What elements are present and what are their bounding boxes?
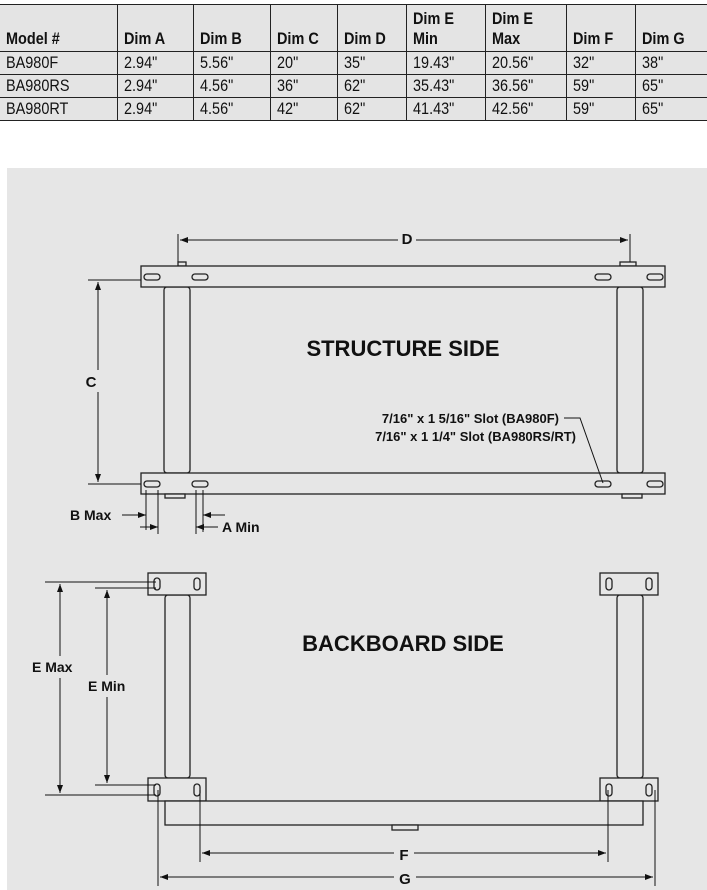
structure-side-title: STRUCTURE SIDE: [306, 336, 499, 361]
cell-value: BA980RS: [6, 76, 70, 95]
cell-value: BA980F: [6, 53, 59, 72]
column-header: Dim B: [192, 4, 271, 52]
table-cell: 62": [336, 97, 407, 121]
cell-value: 65": [641, 99, 663, 118]
table-cell: 32": [566, 51, 636, 75]
dim-e-min-label: E Min: [88, 678, 125, 694]
cell-value: 65": [641, 76, 663, 95]
cell-value: 62": [343, 76, 366, 95]
cell-value: 19.43": [412, 53, 455, 72]
dim-e-max-label: E Max: [32, 659, 73, 675]
cell-value: 38": [641, 53, 663, 72]
cell-value: 2.94": [124, 99, 158, 118]
table-cell: 59": [566, 74, 636, 98]
cell-value: 42.56": [491, 99, 533, 118]
cell-value: 5.56": [199, 53, 233, 72]
column-header: Dim F: [566, 4, 636, 52]
table-cell: 38": [634, 51, 707, 75]
table-row: BA980RT 2.94" 4.56" 42" 62" 41.43" 42.56" 59" 65…: [0, 97, 707, 121]
column-header-label: Dim D: [343, 29, 386, 48]
cell-value: 2.94": [124, 76, 158, 95]
cell-value: 36.56": [491, 76, 533, 95]
cell-value: 35.43": [412, 76, 455, 95]
table-cell: 35.43": [405, 74, 486, 98]
backboard-side-title: BACKBOARD SIDE: [302, 631, 504, 656]
dim-a-min-label: A Min: [222, 519, 260, 535]
cell-value: 35": [343, 53, 366, 72]
table-cell: 5.56": [192, 51, 271, 75]
table-cell: 65": [634, 74, 707, 98]
table-cell: 62": [336, 74, 407, 98]
cell-value: 59": [573, 99, 595, 118]
table-cell: 20.56": [484, 51, 568, 75]
table-cell: BA980F: [0, 51, 119, 75]
column-header-label: Dim C: [276, 29, 319, 48]
slot-note-2: 7/16" x 1 1/4" Slot (BA980RS/RT): [375, 429, 576, 444]
slot-icons: [143, 273, 664, 488]
cell-value: 36": [276, 76, 298, 95]
column-header-label: Model #: [6, 29, 60, 48]
table-cell: 2.94": [117, 74, 194, 98]
dim-g-label: G: [399, 871, 411, 888]
table-cell: 42": [269, 97, 338, 121]
table-cell: 35": [336, 51, 407, 75]
table-cell: 36.56": [484, 74, 568, 98]
dim-c-label: C: [86, 374, 97, 391]
column-header: Dim G: [634, 4, 707, 52]
backboard-frame: [147, 572, 659, 831]
table-row: BA980F 2.94" 5.56" 20" 35" 19.43" 20.56" 32" 38": [0, 51, 707, 75]
table-cell: 65": [634, 97, 707, 121]
column-header-label: Dim B: [199, 29, 242, 48]
cell-value: 32": [573, 53, 595, 72]
slot-note-1: 7/16" x 1 5/16" Slot (BA980F): [382, 411, 559, 426]
table-cell: BA980RT: [0, 97, 119, 121]
table-cell: 42.56": [484, 97, 568, 121]
column-header: Dim D: [336, 4, 407, 52]
cell-value: 59": [573, 76, 595, 95]
cell-value: 42": [276, 99, 298, 118]
table-row: BA980RS 2.94" 4.56" 36" 62" 35.43" 36.56" 59" 65…: [0, 74, 707, 98]
dim-b-max-label: B Max: [70, 507, 111, 523]
cell-value: 2.94": [124, 53, 158, 72]
table-cell: 36": [269, 74, 338, 98]
table-cell: 59": [566, 97, 636, 121]
dim-f-label: F: [399, 847, 408, 864]
table-cell: 2.94": [117, 97, 194, 121]
cell-value: 20": [276, 53, 298, 72]
column-header-label: Dim F: [573, 29, 614, 48]
table-cell: 41.43": [405, 97, 486, 121]
cell-value: 62": [343, 99, 366, 118]
table-cell: 4.56": [192, 74, 271, 98]
column-header-label: Dim G: [641, 29, 685, 48]
table-cell: 4.56": [192, 97, 271, 121]
column-header: Model #: [0, 4, 119, 52]
cell-value: 4.56": [199, 99, 233, 118]
cell-value: BA980RT: [6, 99, 69, 118]
structure-frame: [140, 261, 666, 499]
cell-value: 20.56": [491, 53, 533, 72]
column-header-label: Dim A: [124, 29, 166, 48]
table-cell: 19.43": [405, 51, 486, 75]
vertical-slot-icons: [153, 577, 653, 797]
diagram-panel: [7, 168, 707, 890]
dim-d-label: D: [402, 231, 413, 248]
cell-value: 41.43": [412, 99, 455, 118]
cell-value: 4.56": [199, 76, 233, 95]
